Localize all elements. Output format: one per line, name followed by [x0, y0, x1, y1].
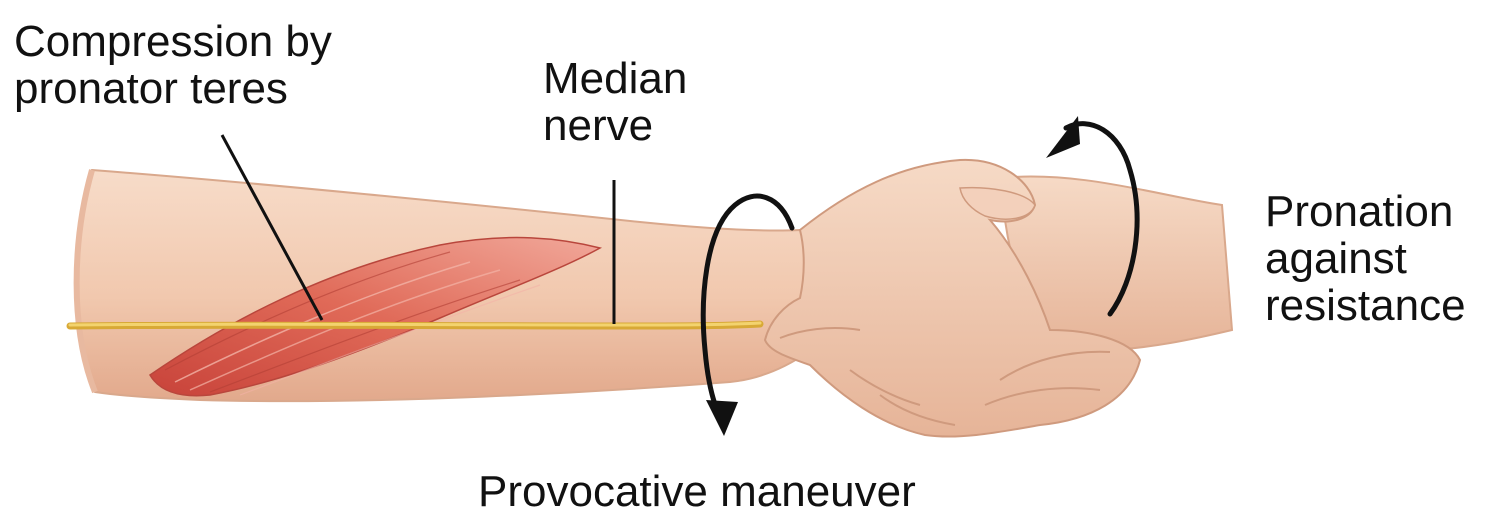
median-label-line1: Median — [543, 55, 687, 102]
compression-label-line1: Compression by — [14, 18, 332, 65]
median-label-line2: nerve — [543, 102, 687, 149]
compression-label: Compression by pronator teres — [14, 18, 332, 112]
pronation-label-line2: against — [1265, 235, 1466, 282]
pronation-label-line1: Pronation — [1265, 188, 1466, 235]
compression-label-line2: pronator teres — [14, 65, 332, 112]
median-nerve-label: Median nerve — [543, 55, 687, 149]
provocative-maneuver-label: Provocative maneuver — [478, 468, 916, 515]
pronation-label-line3: resistance — [1265, 282, 1466, 329]
pronation-label: Pronation against resistance — [1265, 188, 1466, 329]
